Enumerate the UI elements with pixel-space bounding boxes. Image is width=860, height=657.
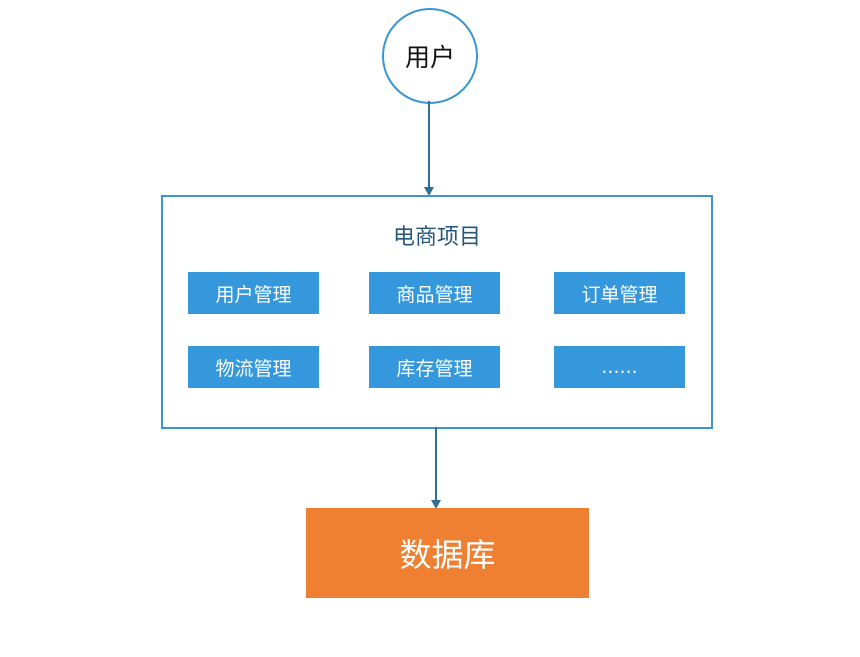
module-label: 商品管理 <box>396 283 473 306</box>
module-label: 用户管理 <box>215 283 292 306</box>
module-label: ...... <box>601 356 638 378</box>
module-logistics-management: 物流管理 <box>188 346 319 388</box>
module-order-management: 订单管理 <box>554 272 685 314</box>
module-product-management: 商品管理 <box>369 272 500 314</box>
project-container: 电商项目 用户管理 商品管理 订单管理 物流管理 库存管理 ...... <box>161 195 713 429</box>
user-label: 用户 <box>404 43 455 72</box>
module-label: 订单管理 <box>581 283 658 306</box>
user-node: 用户 <box>382 8 478 104</box>
arrow-head-user-to-project <box>424 187 434 196</box>
module-label: 库存管理 <box>396 357 473 380</box>
database-label: 数据库 <box>399 536 496 574</box>
arrow-user-to-project <box>428 101 430 187</box>
module-more: ...... <box>554 346 685 388</box>
module-label: 物流管理 <box>215 357 292 380</box>
project-title: 电商项目 <box>392 225 481 250</box>
arrow-head-project-to-database <box>431 500 441 509</box>
arrow-project-to-database <box>435 427 437 500</box>
module-user-management: 用户管理 <box>188 272 319 314</box>
database-node: 数据库 <box>306 508 589 598</box>
module-inventory-management: 库存管理 <box>369 346 500 388</box>
